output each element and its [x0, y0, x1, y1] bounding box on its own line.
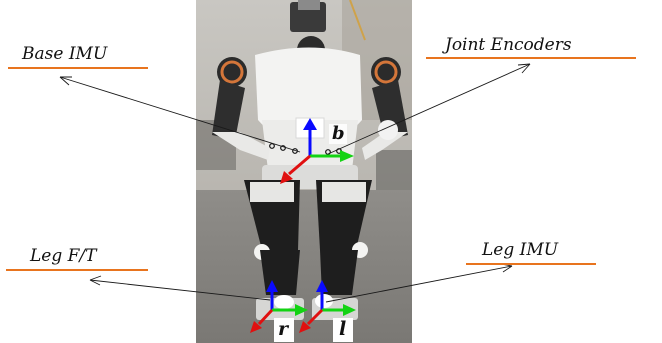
leg-ft-arrowhead [89, 275, 102, 286]
left-foot-label-box [333, 318, 353, 342]
joint-encoders-label: Joint Encoders [445, 35, 572, 55]
robot-right-forearm [212, 132, 270, 160]
joint-encoders-arrowhead [517, 63, 531, 74]
base-imu-arrow [59, 76, 301, 153]
base-frame-label-box [329, 124, 347, 144]
leg-ft-arrow [89, 279, 271, 301]
left-foot-frame-letter: l [339, 318, 347, 340]
base-frame-letter: b [332, 123, 345, 144]
background-cable [349, 0, 366, 41]
base-frame [280, 118, 354, 184]
base-imu-arrowhead [59, 76, 72, 86]
leg-imu-label: Leg IMU [482, 240, 559, 260]
leg-imu-arrow [325, 265, 513, 303]
base-imu-label: Base IMU [22, 44, 108, 64]
robot-left-arm [372, 80, 408, 140]
leg-ft-label: Leg F/T [30, 246, 97, 266]
robot-left-shin [320, 250, 358, 295]
robot-left-forearm [362, 132, 408, 160]
background-chair-right [376, 150, 412, 190]
robot-right-arm [212, 80, 245, 140]
right-foot-frame [250, 280, 308, 333]
robot-right-shin [260, 250, 300, 295]
right-foot-frame-letter: r [278, 318, 289, 340]
right-foot-label-box [274, 318, 294, 342]
photo-floor [196, 190, 412, 343]
left-foot-frame [299, 280, 356, 333]
robot-head-top [298, 0, 320, 10]
joint-encoders-arrow [327, 63, 531, 155]
